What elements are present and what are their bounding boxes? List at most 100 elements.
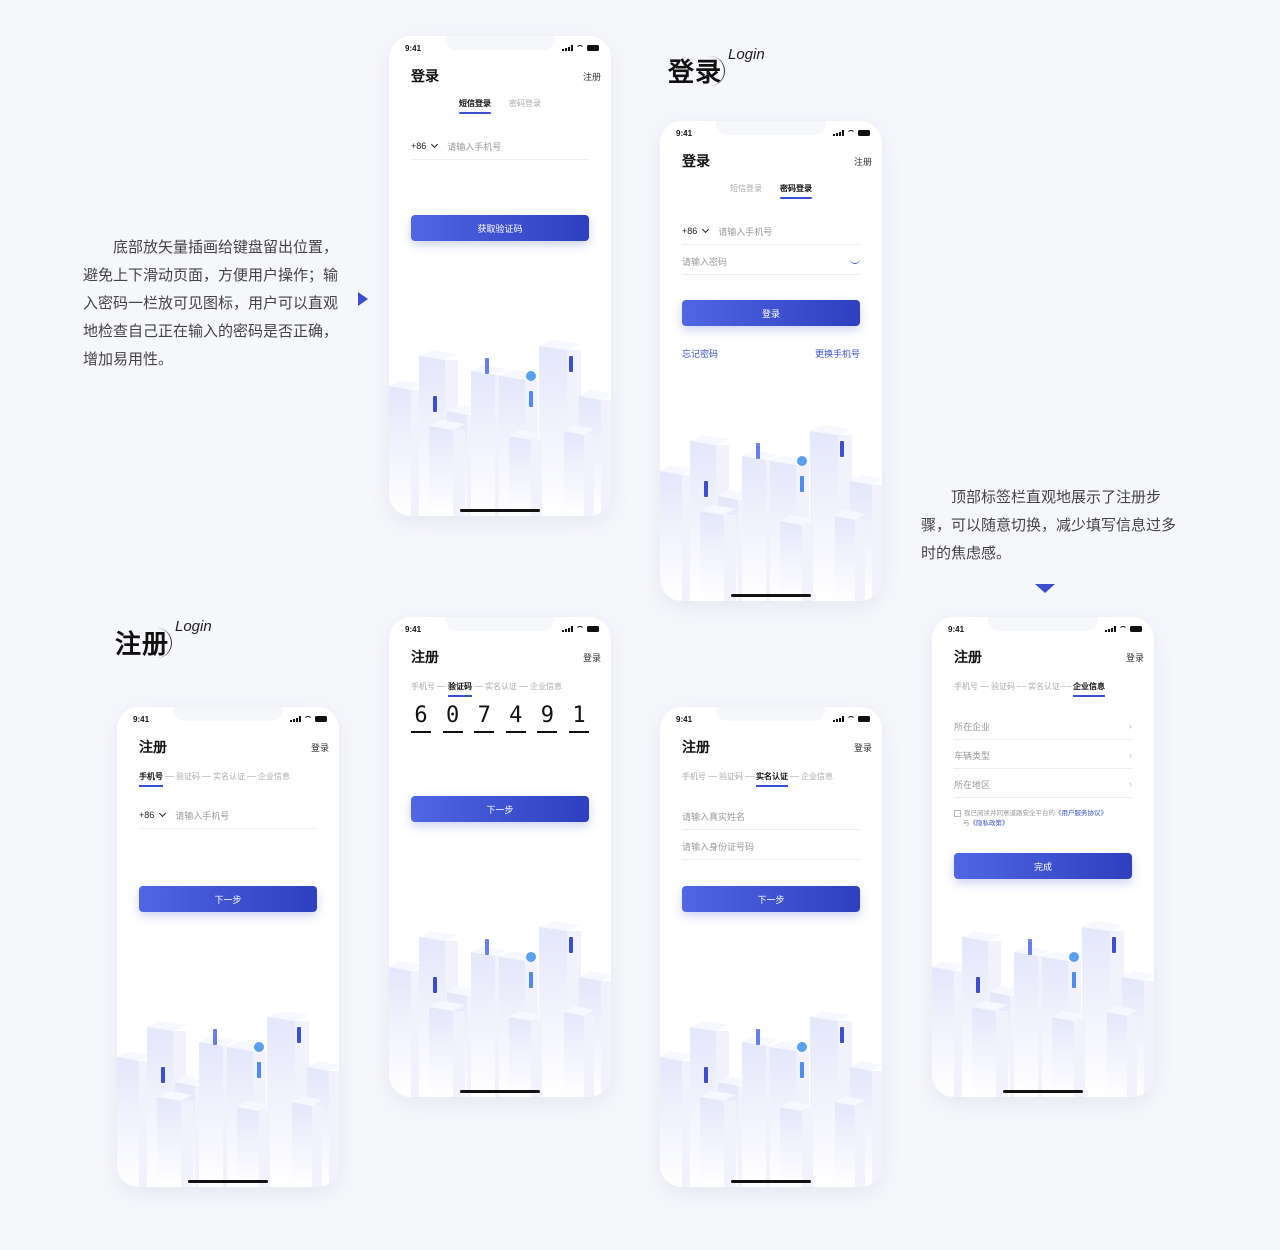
battery-icon <box>587 626 599 632</box>
tower <box>1107 1012 1127 1097</box>
step-realname[interactable]: 实名认证 <box>756 772 788 787</box>
chevron-down-icon[interactable] <box>159 809 167 818</box>
step-realname[interactable]: 实名认证 <box>213 772 245 781</box>
register-steps: 手机号 验证码 实名认证 企业信息 <box>139 771 290 787</box>
tower-side <box>1127 1016 1137 1097</box>
accent-pillar <box>704 481 708 497</box>
tab-password-login[interactable]: 密码登录 <box>509 99 541 108</box>
tab-sms-login[interactable]: 短信登录 <box>730 184 762 193</box>
tower-side <box>855 1106 865 1187</box>
step-realname[interactable]: 实名认证 <box>485 682 517 691</box>
company-label: 所在企业 <box>954 721 991 732</box>
signal-icon <box>562 45 573 51</box>
phone-register-step3: 9:41 注册 登录 手机号 验证码 实名认证 企业信息 请输入真实姓名 请输入… <box>660 707 882 1187</box>
login-button[interactable]: 登录 <box>682 300 860 326</box>
code-digit[interactable]: 7 <box>474 703 495 733</box>
step-phone[interactable]: 手机号 <box>682 772 706 781</box>
notch <box>716 121 826 135</box>
register-link[interactable]: 注册 <box>853 157 872 167</box>
login-link[interactable]: 登录 <box>582 653 601 663</box>
heading-curve-decoration <box>151 628 172 658</box>
chevron-down-icon[interactable] <box>431 140 439 149</box>
region-select[interactable]: 所在地区› <box>954 771 1132 798</box>
name-field[interactable]: 请输入真实姓名 <box>682 803 860 830</box>
agree-checkbox[interactable] <box>954 809 961 817</box>
tab-password-login[interactable]: 密码登录 <box>780 184 812 199</box>
tower <box>237 1107 259 1187</box>
tower-side <box>855 520 865 601</box>
code-input[interactable]: 6 0 7 4 9 1 <box>411 703 589 733</box>
step-code[interactable]: 验证码 <box>719 772 743 781</box>
tower-top <box>237 1101 270 1111</box>
accent-pillar <box>529 972 533 988</box>
vehicle-select[interactable]: 车辆类型› <box>954 742 1132 769</box>
get-code-button[interactable]: 获取验证码 <box>411 215 589 241</box>
city-illustration <box>660 425 882 601</box>
next-button[interactable]: 下一步 <box>682 886 860 912</box>
step-realname[interactable]: 实名认证 <box>1028 682 1060 691</box>
tower-top <box>660 1051 693 1061</box>
tower <box>810 431 838 601</box>
login-link[interactable]: 登录 <box>853 743 872 753</box>
next-button[interactable]: 下一步 <box>139 886 317 912</box>
tower-side <box>724 1101 736 1187</box>
eye-closed-icon[interactable] <box>850 259 860 264</box>
code-digit[interactable]: 6 <box>411 703 431 733</box>
next-button[interactable]: 下一步 <box>411 796 589 822</box>
code-digit[interactable]: 1 <box>568 703 589 733</box>
register-heading-en: Login <box>175 618 212 635</box>
password-field[interactable]: 请输入密码 <box>682 248 860 275</box>
status-icons <box>562 45 599 51</box>
step-phone[interactable]: 手机号 <box>954 682 978 691</box>
phone-field[interactable]: +86 请输入手机号 <box>682 218 860 245</box>
step-company[interactable]: 企业信息 <box>801 772 833 781</box>
terms-link[interactable]: 《用户服务协议》 <box>1055 810 1107 817</box>
country-code[interactable]: +86 <box>682 226 698 236</box>
login-links: 忘记密码 更换手机号 <box>682 347 860 360</box>
tab-sms-login[interactable]: 短信登录 <box>459 99 491 114</box>
city-illustration <box>117 1011 339 1187</box>
login-link[interactable]: 登录 <box>1125 653 1144 663</box>
chevron-down-icon[interactable] <box>702 225 710 234</box>
tower <box>835 516 855 601</box>
login-link[interactable]: 登录 <box>310 743 329 753</box>
phone-field[interactable]: +86 请输入手机号 <box>139 802 317 829</box>
company-select[interactable]: 所在企业› <box>954 713 1132 740</box>
step-company[interactable]: 企业信息 <box>1073 682 1105 697</box>
tower-side <box>601 400 611 516</box>
status-icons <box>833 130 870 136</box>
country-code[interactable]: +86 <box>411 141 427 151</box>
id-field[interactable]: 请输入身份证号码 <box>682 833 860 860</box>
location-pin-icon <box>254 1042 264 1052</box>
tower-side <box>329 1071 339 1187</box>
status-time: 9:41 <box>133 715 150 724</box>
phone-register-step2: 9:41 注册 登录 手机号 验证码 实名认证 企业信息 6 0 7 4 9 1… <box>389 617 611 1097</box>
tower <box>564 431 584 516</box>
step-code[interactable]: 验证码 <box>991 682 1015 691</box>
register-link[interactable]: 注册 <box>582 72 601 82</box>
location-pin-icon <box>797 1042 807 1052</box>
step-company[interactable]: 企业信息 <box>530 682 562 691</box>
step-code[interactable]: 验证码 <box>176 772 200 781</box>
login-tabs: 短信登录 密码登录 <box>660 183 882 199</box>
step-company[interactable]: 企业信息 <box>258 772 290 781</box>
change-phone-link[interactable]: 更换手机号 <box>814 349 860 359</box>
tower-top <box>429 1001 465 1011</box>
code-digit[interactable]: 4 <box>505 703 526 733</box>
step-code[interactable]: 验证码 <box>448 682 472 697</box>
code-digit[interactable]: 0 <box>442 703 463 733</box>
phone-field[interactable]: +86 请输入手机号 <box>411 133 589 160</box>
step-phone[interactable]: 手机号 <box>139 772 163 787</box>
country-code[interactable]: +86 <box>139 810 155 820</box>
tower-top <box>429 420 465 430</box>
city-illustration <box>389 921 611 1097</box>
done-button[interactable]: 完成 <box>954 853 1132 879</box>
step-phone[interactable]: 手机号 <box>411 682 435 691</box>
status-icons <box>833 716 870 722</box>
tower <box>267 1017 295 1187</box>
tower <box>429 1007 453 1097</box>
forgot-password-link[interactable]: 忘记密码 <box>682 349 719 359</box>
tower-top <box>564 1006 594 1016</box>
code-digit[interactable]: 9 <box>537 703 558 733</box>
privacy-link[interactable]: 《隐私政策》 <box>969 820 1009 827</box>
